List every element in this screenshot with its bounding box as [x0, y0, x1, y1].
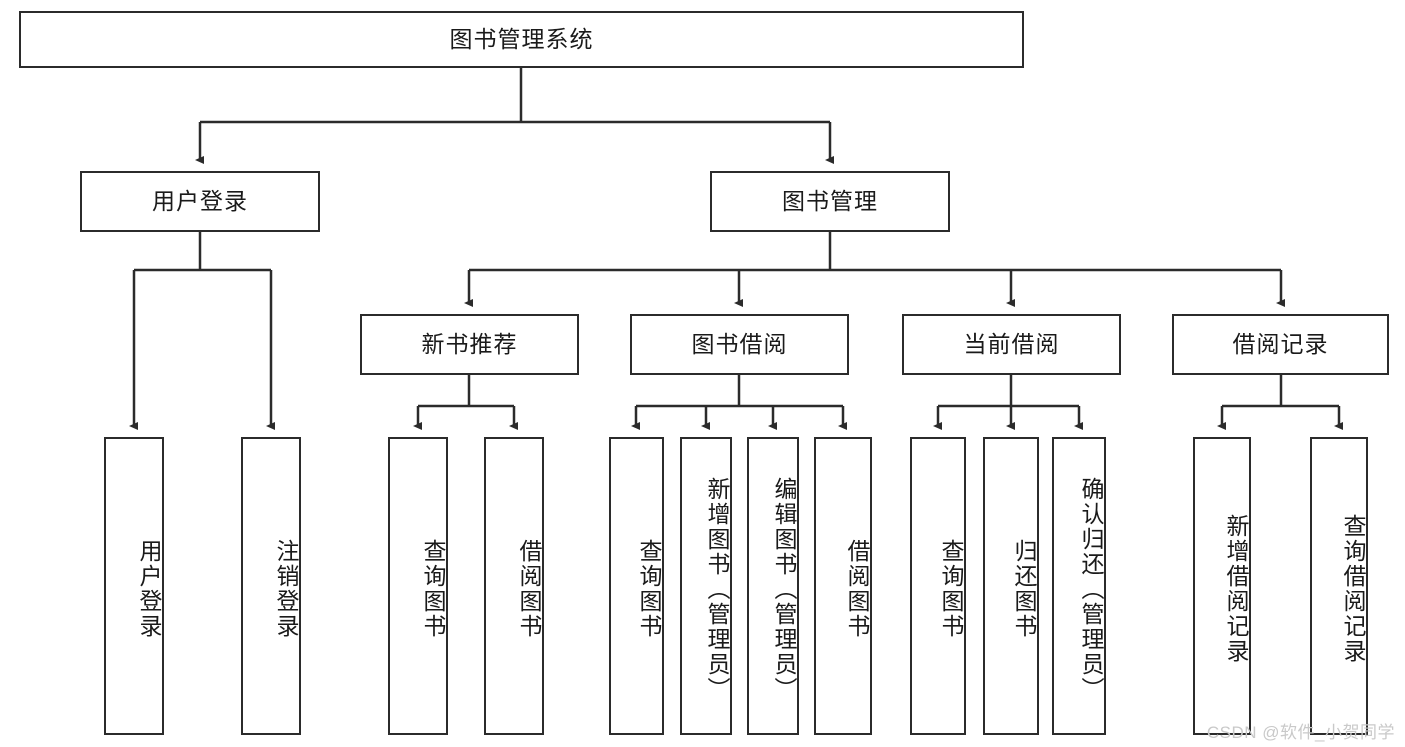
- node-leaf-query-book-1-label: 查询图书: [420, 539, 446, 639]
- node-book-manage-label: 图书管理: [782, 187, 878, 214]
- node-book-borrow-label: 图书借阅: [691, 330, 788, 357]
- node-leaf-query-record[interactable]: 查询借阅记录: [1310, 437, 1368, 735]
- node-new-book-recommend-label: 新书推荐: [421, 330, 518, 357]
- node-leaf-query-book-3-label: 查询图书: [938, 539, 964, 639]
- node-leaf-query-book-2-label: 查询图书: [636, 539, 662, 639]
- node-leaf-query-book-2[interactable]: 查询图书: [609, 437, 664, 735]
- node-book-manage[interactable]: 图书管理: [710, 171, 950, 232]
- node-user-login-label: 用户登录: [152, 187, 248, 214]
- node-leaf-add-record-label: 新增借阅记录: [1223, 514, 1249, 664]
- node-borrow-record[interactable]: 借阅记录: [1172, 314, 1389, 375]
- node-leaf-add-record[interactable]: 新增借阅记录: [1193, 437, 1251, 735]
- node-leaf-add-book[interactable]: 新增图书（管理员）: [680, 437, 732, 735]
- node-leaf-user-login-label: 用户登录: [136, 539, 162, 639]
- node-leaf-confirm-return[interactable]: 确认归还（管理员）: [1052, 437, 1106, 735]
- node-leaf-edit-book[interactable]: 编辑图书（管理员）: [747, 437, 799, 735]
- node-user-login[interactable]: 用户登录: [80, 171, 320, 232]
- node-leaf-confirm-return-label: 确认归还（管理员）: [1078, 476, 1104, 702]
- node-leaf-return-book-label: 归还图书: [1011, 539, 1037, 639]
- node-current-borrow-label: 当前借阅: [963, 330, 1060, 357]
- node-borrow-record-label: 借阅记录: [1232, 330, 1329, 357]
- node-root[interactable]: 图书管理系统: [19, 11, 1024, 68]
- node-leaf-borrow-book-1[interactable]: 借阅图书: [484, 437, 544, 735]
- node-leaf-return-book[interactable]: 归还图书: [983, 437, 1039, 735]
- node-leaf-borrow-book-1-label: 借阅图书: [516, 539, 542, 639]
- node-leaf-query-book-1[interactable]: 查询图书: [388, 437, 448, 735]
- node-new-book-recommend[interactable]: 新书推荐: [360, 314, 579, 375]
- node-leaf-query-book-3[interactable]: 查询图书: [910, 437, 966, 735]
- node-leaf-add-book-label: 新增图书（管理员）: [704, 476, 730, 702]
- node-leaf-borrow-book-2[interactable]: 借阅图书: [814, 437, 872, 735]
- node-leaf-borrow-book-2-label: 借阅图书: [844, 539, 870, 639]
- node-leaf-user-login[interactable]: 用户登录: [104, 437, 164, 735]
- node-book-borrow[interactable]: 图书借阅: [630, 314, 849, 375]
- node-leaf-user-logout-label: 注销登录: [273, 539, 299, 639]
- node-current-borrow[interactable]: 当前借阅: [902, 314, 1121, 375]
- csdn-watermark: CSDN @软件_小贺同学: [1206, 723, 1395, 742]
- node-leaf-edit-book-label: 编辑图书（管理员）: [771, 476, 797, 702]
- node-leaf-user-logout[interactable]: 注销登录: [241, 437, 301, 735]
- node-root-label: 图书管理系统: [449, 25, 594, 52]
- node-leaf-query-record-label: 查询借阅记录: [1340, 514, 1366, 664]
